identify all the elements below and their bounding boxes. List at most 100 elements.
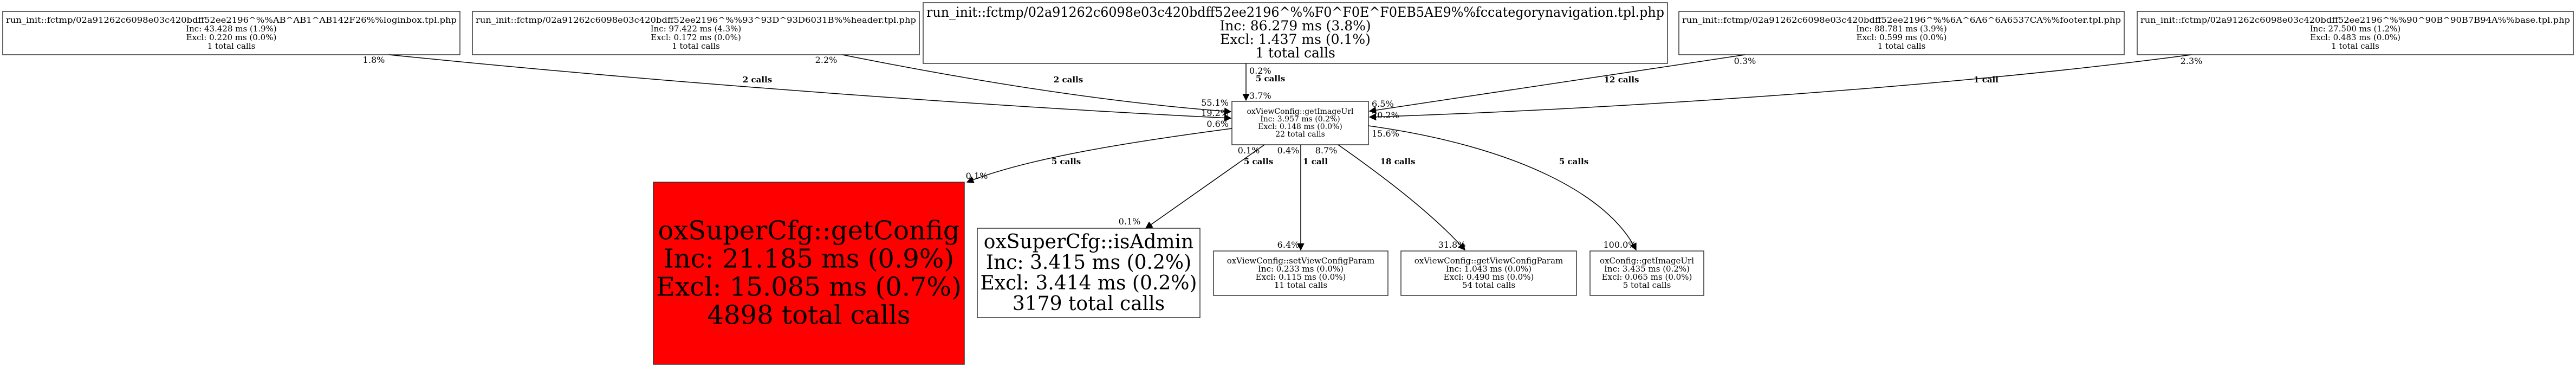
node-box — [2137, 11, 2574, 55]
node-exclusive-time: Excl: 0.599 ms (0.0%) — [1857, 33, 1947, 42]
edge-head-percent: 55.1% — [1201, 98, 1229, 108]
node-base[interactable]: run_init::fctmp/02a91262c6098e03c420bdff… — [2137, 11, 2574, 55]
node-function-name: oxViewConfig::setViewConfigParam — [1227, 256, 1375, 266]
edge-head-percent: 0.1% — [1119, 216, 1141, 227]
node-box — [472, 11, 920, 55]
node-function-name: run_init::fctmp/02a91262c6098e03c420bdff… — [476, 15, 916, 25]
node-exclusive-time: Excl: 0.483 ms (0.0%) — [2310, 33, 2400, 42]
node-function-name: run_init::fctmp/02a91262c6098e03c420bdff… — [2140, 15, 2570, 25]
node-function-name: run_init::fctmp/02a91262c6098e03c420bdff… — [1682, 15, 2121, 25]
edge-line — [1368, 125, 1637, 251]
node-header[interactable]: run_init::fctmp/02a91262c6098e03c420bdff… — [472, 11, 920, 55]
edge-tail-percent: 15.6% — [1372, 128, 1399, 139]
edge-tail-percent: 0.2% — [1249, 66, 1271, 76]
edge-calls-label: 5 calls — [1244, 157, 1273, 166]
node-box — [2, 11, 460, 55]
edge-tail-percent: 0.1% — [1238, 145, 1260, 156]
edge-head-percent: 19.2% — [1201, 108, 1229, 118]
edge-calls-label: 1 call — [1303, 157, 1328, 166]
edge-tail-percent: 2.2% — [815, 55, 838, 65]
node-inclusive-time: Inc: 43.428 ms (1.9%) — [186, 24, 277, 34]
node-total-calls: 1 total calls — [672, 41, 720, 51]
edge-head-percent: 6.5% — [1372, 99, 1394, 109]
edge-calls-label: 2 calls — [743, 75, 772, 85]
node-exclusive-time: Excl: 0.065 ms (0.0%) — [1602, 272, 1692, 282]
node-box — [1231, 101, 1369, 145]
edge-line — [1338, 144, 1465, 251]
node-exclusive-time: Excl: 0.172 ms (0.0%) — [651, 33, 741, 42]
node-inclusive-time: Inc: 88.781 ms (3.9%) — [1856, 24, 1947, 34]
node-total-calls: 54 total calls — [1462, 280, 1515, 290]
node-exclusive-time: Excl: 0.115 ms (0.0%) — [1256, 272, 1346, 282]
edge-tail-percent: 0.6% — [1206, 119, 1229, 129]
node-exclusive-time: Excl: 0.148 ms (0.0%) — [1258, 123, 1342, 131]
edge-calls-label: 5 calls — [1256, 74, 1285, 83]
edge-head-percent: 100.0% — [1603, 240, 1636, 250]
node-inclusive-time: Inc: 21.185 ms (0.9%) — [664, 244, 954, 274]
edge-calls-label: 5 calls — [1052, 157, 1081, 166]
edge-calls-label: 2 calls — [1054, 75, 1083, 85]
node-inclusive-time: Inc: 27.500 ms (1.2%) — [2310, 24, 2401, 34]
edge-head-percent: 3.7% — [1249, 91, 1271, 101]
edge-head-percent: 20.2% — [1372, 110, 1399, 120]
node-function-name: run_init::fctmp/02a91262c6098e03c420bdff… — [6, 15, 457, 25]
edge-line — [1368, 54, 1746, 114]
node-loginbox[interactable]: run_init::fctmp/02a91262c6098e03c420bdff… — [2, 11, 460, 55]
node-footer[interactable]: run_init::fctmp/02a91262c6098e03c420bdff… — [1678, 11, 2125, 55]
node-box — [1400, 250, 1577, 296]
node-function-name: run_init::fctmp/02a91262c6098e03c420bdff… — [926, 4, 1664, 20]
node-function-name: oxViewConfig::getImageUrl — [1247, 107, 1354, 116]
node-box — [1213, 250, 1388, 296]
edge-line — [1145, 144, 1265, 229]
node-inclusive-time: Inc: 3.957 ms (0.2%) — [1260, 115, 1340, 124]
edge-line — [388, 54, 1232, 122]
node-box — [977, 228, 1201, 318]
node-function-name: oxViewConfig::getViewConfigParam — [1414, 256, 1563, 266]
edge-calls-label: 12 calls — [1604, 75, 1639, 85]
edge-tail-percent: 0.4% — [1277, 145, 1300, 156]
node-exclusive-time: Excl: 15.085 ms (0.7%) — [656, 272, 962, 302]
node-inclusive-time: Inc: 86.279 ms (3.8%) — [1219, 18, 1371, 34]
edge-getImageUrl-to-oxConfigGetImageUrl: 5 calls 15.6% 100.0% — [1368, 125, 1637, 251]
node-total-calls: 1 total calls — [207, 41, 256, 51]
edge-tail-percent: 8.7% — [1315, 145, 1338, 156]
node-exclusive-time: Excl: 1.437 ms (0.1%) — [1220, 31, 1371, 47]
edge-calls-label: 18 calls — [1380, 157, 1416, 166]
edge-tail-percent: 0.3% — [1734, 56, 1756, 66]
node-exclusive-time: Excl: 0.220 ms (0.0%) — [186, 33, 277, 42]
node-box — [923, 2, 1668, 64]
edge-tail-percent: 2.3% — [2181, 56, 2203, 66]
edge-base-to-getImageUrl: 1 call 2.3% 20.2% — [1368, 54, 2203, 121]
node-inclusive-time: Inc: 0.233 ms (0.0%) — [1258, 264, 1344, 274]
node-catnav[interactable]: run_init::fctmp/02a91262c6098e03c420bdff… — [923, 2, 1668, 64]
edge-head-percent: 6.4% — [1277, 240, 1300, 250]
node-total-calls: 4898 total calls — [708, 300, 911, 331]
node-total-calls: 1 total calls — [1255, 45, 1335, 61]
edge-calls-label: 5 calls — [1559, 157, 1588, 166]
node-box — [1678, 11, 2125, 55]
edge-tail-percent: 1.8% — [363, 55, 385, 65]
edge-head-percent: 31.8% — [1438, 240, 1466, 250]
node-function-name: oxConfig::getImageUrl — [1600, 256, 1694, 266]
node-exclusive-time: Excl: 0.490 ms (0.0%) — [1444, 272, 1534, 282]
node-total-calls: 11 total calls — [1274, 280, 1327, 290]
node-box — [653, 182, 965, 365]
edge-getImageUrl-to-getViewConfigParam: 18 calls 8.7% 31.8% — [1315, 144, 1466, 251]
edge-footer-to-getImageUrl: 12 calls 0.3% 6.5% — [1368, 54, 1756, 114]
node-inclusive-time: Inc: 97.422 ms (4.3%) — [651, 24, 742, 34]
edge-calls-label: 1 call — [1974, 75, 1998, 85]
node-inclusive-time: Inc: 1.043 ms (0.0%) — [1446, 264, 1532, 274]
